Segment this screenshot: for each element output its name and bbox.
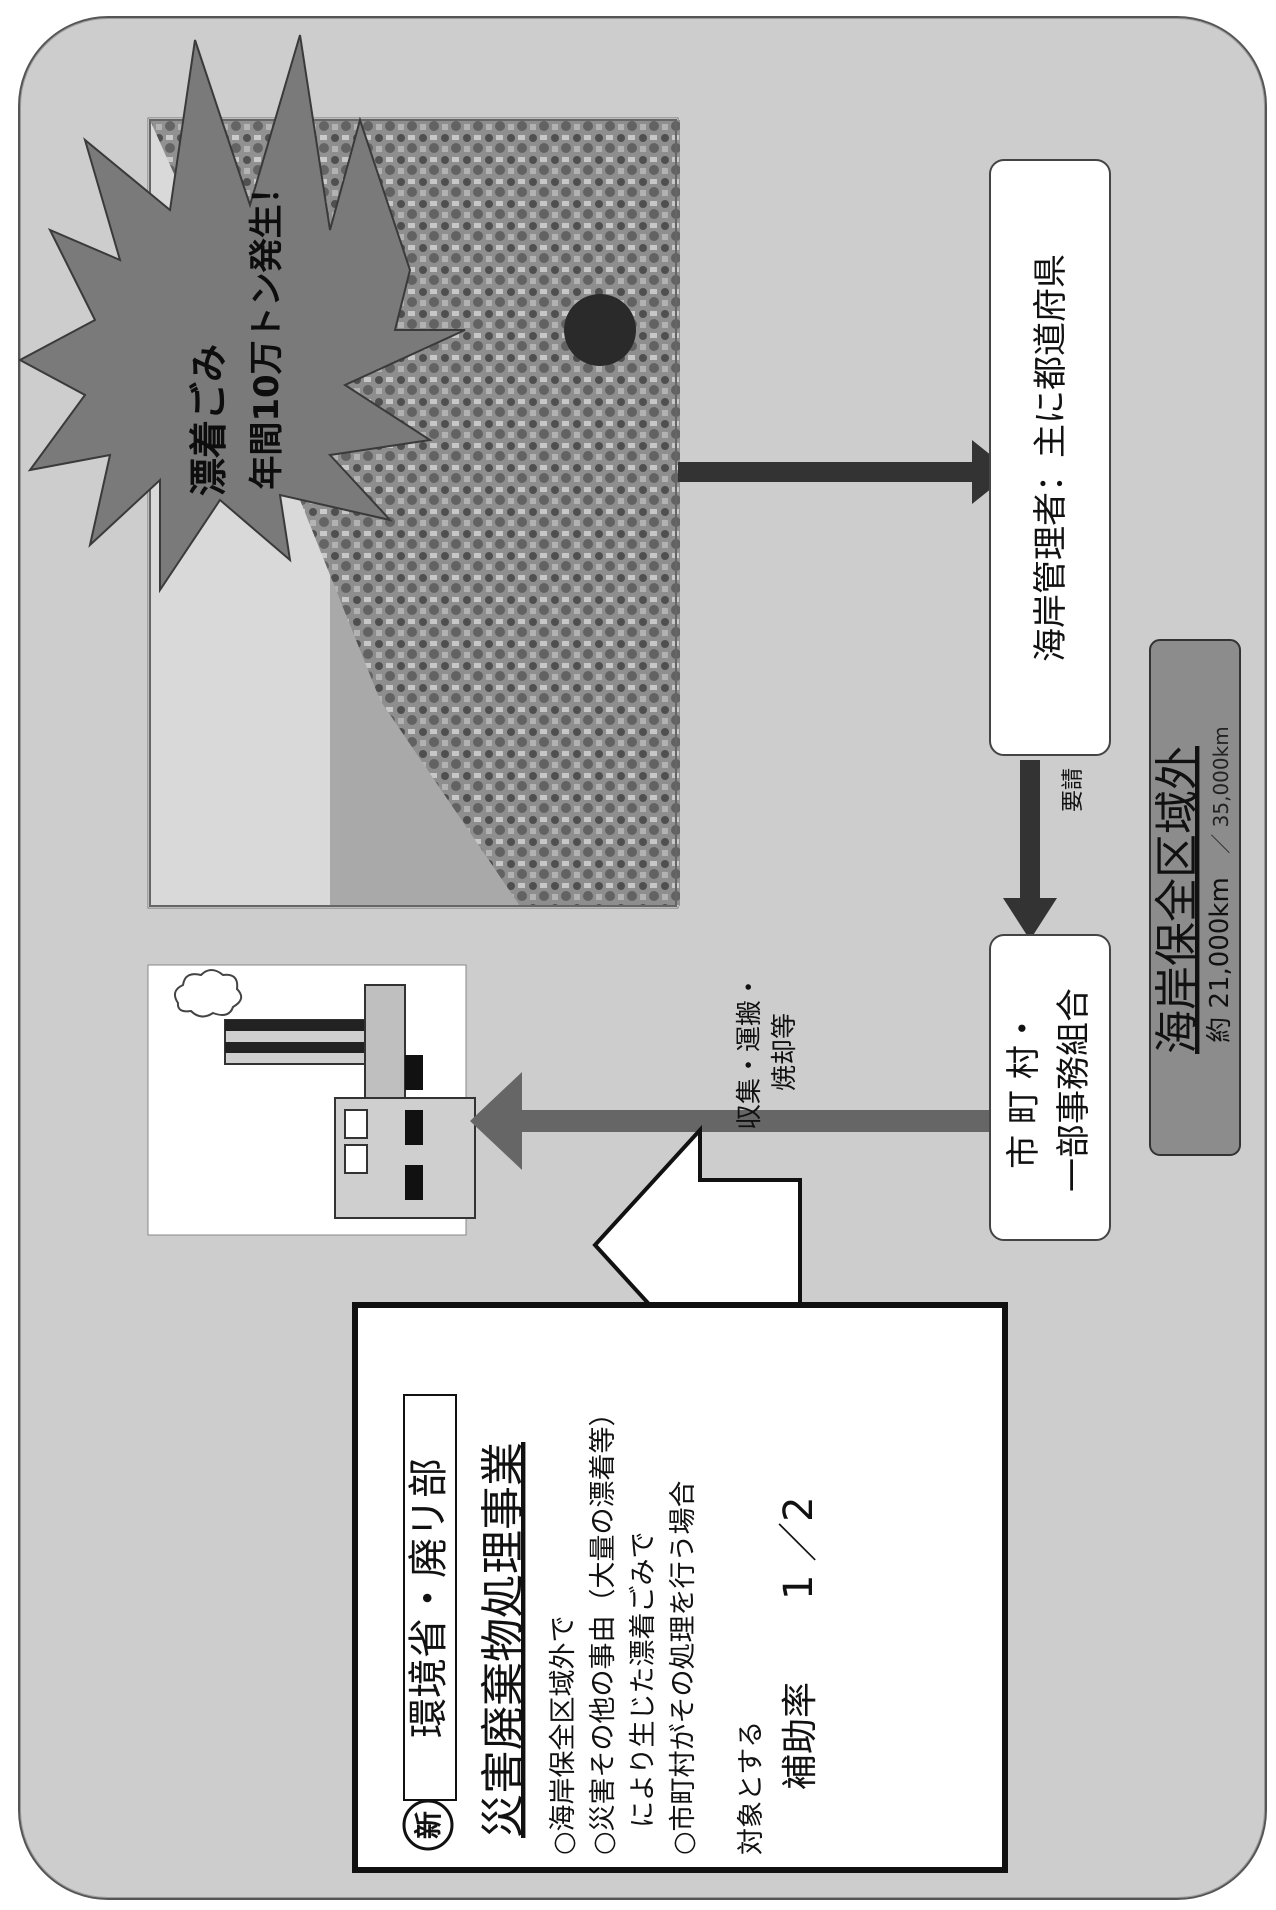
- municipality-line2: 一部事務組合: [1054, 988, 1094, 1192]
- smoke-cloud-icon: [173, 969, 243, 1018]
- new-mark: 新: [402, 1799, 454, 1851]
- arrow-photo-to-manager: [678, 440, 1012, 504]
- new-mark-text: 新: [412, 1811, 445, 1839]
- starburst-shape: [17, 34, 466, 594]
- municipality-box: 市 町 村・ 一部事務組合: [989, 934, 1111, 1241]
- program-title: 災害廃棄物処理事業: [478, 1442, 529, 1838]
- coast-manager-label: 海岸管理者：主に都道府県: [1031, 254, 1071, 662]
- program-box: 新 環境省・廃リ部 災害廃棄物処理事業 ○海岸保全区域外で ○災害その他の事由（…: [352, 1302, 1008, 1873]
- ministry-label: 環境省・廃リ部: [406, 1458, 452, 1738]
- target-text: 対象とする: [736, 1721, 767, 1855]
- debris-drum: [564, 294, 636, 366]
- outside-zone-length-total: ／ 35,000km: [1209, 726, 1233, 853]
- subsidy-label: 補助率: [780, 1682, 821, 1790]
- arrow-request: 要請: [1003, 760, 1086, 940]
- subsidy-value: 1 ／2: [776, 1496, 822, 1600]
- burst-line2: 年間10万トン発生！: [247, 170, 287, 489]
- request-label: 要請: [1061, 768, 1086, 812]
- collect-label-line1: 収集・運搬・: [735, 974, 765, 1130]
- coast-manager-box: 海岸管理者：主に都道府県: [989, 159, 1111, 756]
- arrow-collection: 収集・運搬・ 焼却等: [470, 974, 990, 1170]
- outside-zone-length: 約 21,000km: [1205, 877, 1235, 1043]
- condition-3: により生じた漂着ごみで: [628, 1532, 659, 1855]
- incinerator-illustration: [147, 964, 476, 1236]
- outside-zone-title: 海岸保全区域外: [1152, 746, 1203, 1054]
- condition-2: ○災害その他の事由（大量の漂着等）: [588, 1399, 619, 1855]
- municipality-line1: 市 町 村・: [1004, 1011, 1044, 1169]
- outside-zone-badge: 海岸保全区域外 約 21,000km ／ 35,000km: [1149, 639, 1241, 1156]
- condition-1: ○海岸保全区域外で: [548, 1615, 579, 1855]
- collect-label-line2: 焼却等: [770, 1013, 800, 1091]
- condition-4: ○市町村がその処理を行う場合: [668, 1480, 699, 1855]
- ministry-frame: [403, 1394, 457, 1801]
- burst-line1: 漂着ごみ: [187, 344, 231, 496]
- starburst-callout: 漂着ごみ 年間10万トン発生！: [17, 34, 466, 594]
